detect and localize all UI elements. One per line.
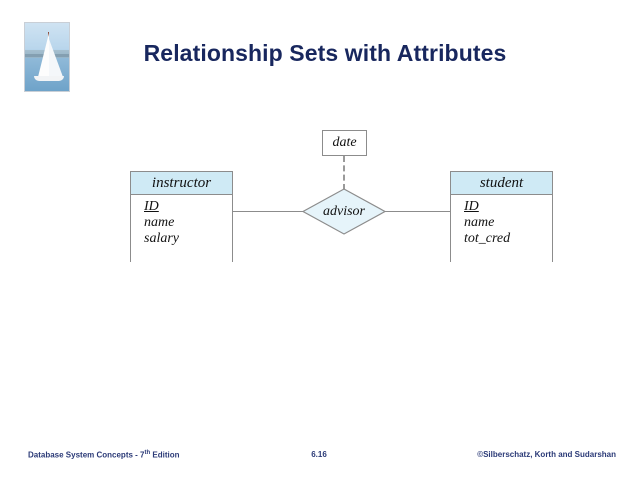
attribute-student-tot-cred: tot_cred [464,231,511,246]
footer-edition-text: Database System Concepts - 7 [28,450,145,460]
entity-box-instructor: instructor ID name salary [130,171,233,265]
attribute-student-id: ID [464,199,479,214]
sailboat-logo [24,22,70,92]
entity-name-instructor: instructor [131,172,232,195]
attribute-instructor-id: ID [144,199,159,214]
connector-instructor-advisor [233,211,303,212]
logo-hull [34,76,64,81]
footer-edition-tail: Edition [150,450,180,460]
footer-copyright: ©Silberschatz, Korth and Sudarshan [477,450,616,459]
relationship-diamond-advisor: advisor [302,188,386,235]
connector-advisor-student [385,211,450,212]
logo-jib-sail [49,39,63,77]
entity-attribute-list-instructor: ID name salary [131,195,232,247]
dashed-connector-date-advisor [343,156,345,190]
attribute-student-name: name [464,215,495,230]
page-title: Relationship Sets with Attributes [143,40,507,66]
logo-mainsail [38,33,49,77]
diamond-shape-icon [302,188,386,235]
footer-edition-label: Database System Concepts - 7th Edition [28,450,180,460]
er-diagram: date advisor instructor ID name salary s… [0,130,638,292]
entity-attribute-list-student: ID name tot_cred [451,195,552,247]
footer-page-number: 6.16 [311,450,327,459]
footer-edition-superscript: th [144,450,151,456]
diagram-bottom-crop-mask [0,262,638,292]
entity-box-student: student ID name tot_cred [450,171,553,265]
relationship-label-advisor: advisor [323,204,365,219]
attribute-instructor-name: name [144,215,175,230]
attribute-instructor-salary: salary [144,231,179,246]
attribute-box-date: date [322,130,367,156]
entity-name-student: student [451,172,552,195]
slide-footer: Database System Concepts - 7th Edition 6… [0,450,638,466]
